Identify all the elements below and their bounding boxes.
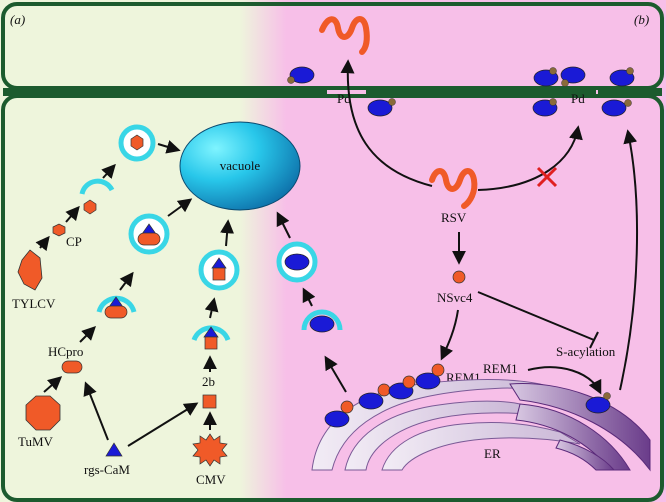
membrane-arc-rem1	[301, 309, 343, 331]
membrane-arc-cp	[79, 178, 115, 195]
vacuole	[179, 121, 301, 211]
tylcv-label: TYLCV	[12, 296, 56, 311]
rsv-label: RSV	[441, 210, 467, 225]
cp-label: CP	[66, 234, 82, 249]
tumv-virus	[25, 395, 61, 431]
hcpro-label: HCpro	[48, 344, 83, 359]
rem1-proteins-top	[287, 66, 635, 117]
cmv-label: CMV	[196, 472, 226, 487]
tylcv-virus	[17, 249, 43, 291]
s-acylation-label: S-acylation	[556, 344, 616, 359]
cp-protein	[52, 223, 66, 237]
2b-protein	[202, 394, 217, 409]
pd-label-right: Pd	[571, 91, 585, 106]
rgs-cam-label: rgs-CaM	[84, 462, 130, 477]
rsv-virus-top	[319, 16, 370, 55]
hcpro-protein	[61, 360, 83, 374]
nsvc4-protein	[452, 270, 466, 284]
cmv-virus	[192, 433, 228, 467]
er-label: ER	[484, 446, 501, 461]
rgs-cam-protein	[105, 442, 123, 457]
cp-protein-2	[83, 199, 97, 215]
blocked-cross	[536, 166, 558, 188]
rem1-label-right: REM1	[483, 361, 518, 376]
cp-in-vesicle	[130, 134, 144, 151]
panel-label-a: (a)	[10, 12, 25, 27]
vacuole-label: vacuole	[220, 158, 261, 173]
pd-label-left: Pd	[337, 91, 351, 106]
2b-label: 2b	[202, 374, 215, 389]
rsv-virus	[429, 168, 478, 209]
rem1-nsvc4-complexes	[324, 363, 445, 428]
tumv-label: TuMV	[18, 434, 54, 449]
rem1-acylated	[585, 396, 611, 414]
nsvc4-label: NSvc4	[437, 290, 473, 305]
panel-label-b: (b)	[634, 12, 649, 27]
